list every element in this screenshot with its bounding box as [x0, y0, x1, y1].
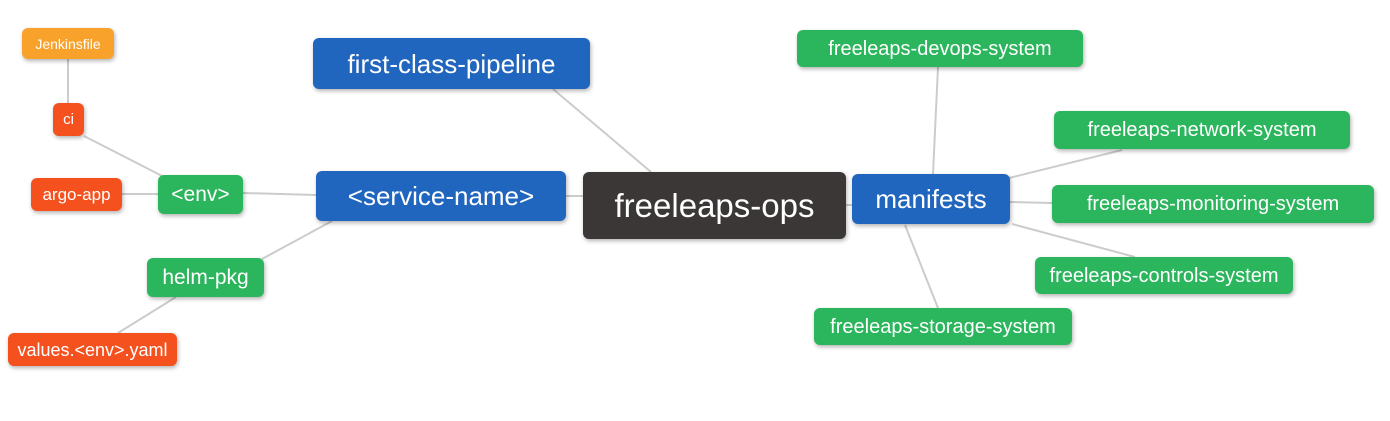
node-manifests[interactable]: manifests: [852, 174, 1010, 224]
node-argo-app[interactable]: argo-app: [31, 178, 122, 211]
edge-manifests-devops-system: [932, 66, 939, 175]
node-values-env-yaml[interactable]: values.<env>.yaml: [8, 333, 177, 366]
edge-manifests-controls-system: [1011, 223, 1136, 258]
node-freeleaps-ops[interactable]: freeleaps-ops: [583, 172, 846, 239]
edge-helm-pkg-service-name: [261, 220, 333, 260]
node-ci[interactable]: ci: [53, 103, 84, 136]
node-helm-pkg[interactable]: helm-pkg: [147, 258, 264, 297]
edge-manifests-monitoring-system: [1009, 201, 1053, 204]
edge-manifests-network-system: [1008, 149, 1123, 179]
edge-values-env-yaml-helm-pkg: [117, 296, 177, 334]
edge-manifests-storage-system: [904, 224, 939, 309]
edge-first-class-pipeline-ops: [552, 88, 652, 173]
node-freeleaps-network-system[interactable]: freeleaps-network-system: [1054, 111, 1350, 149]
node-freeleaps-devops-system[interactable]: freeleaps-devops-system: [797, 30, 1083, 67]
edge-env-service-name: [242, 192, 317, 196]
node-freeleaps-monitoring-system[interactable]: freeleaps-monitoring-system: [1052, 185, 1374, 223]
edge-ci-env: [83, 135, 167, 179]
node-env[interactable]: <env>: [158, 175, 243, 214]
node-freeleaps-storage-system[interactable]: freeleaps-storage-system: [814, 308, 1072, 345]
node-service-name[interactable]: <service-name>: [316, 171, 566, 221]
node-jenkinsfile[interactable]: Jenkinsfile: [22, 28, 114, 59]
node-first-class-pipeline[interactable]: first-class-pipeline: [313, 38, 590, 89]
node-freeleaps-controls-system[interactable]: freeleaps-controls-system: [1035, 257, 1293, 294]
